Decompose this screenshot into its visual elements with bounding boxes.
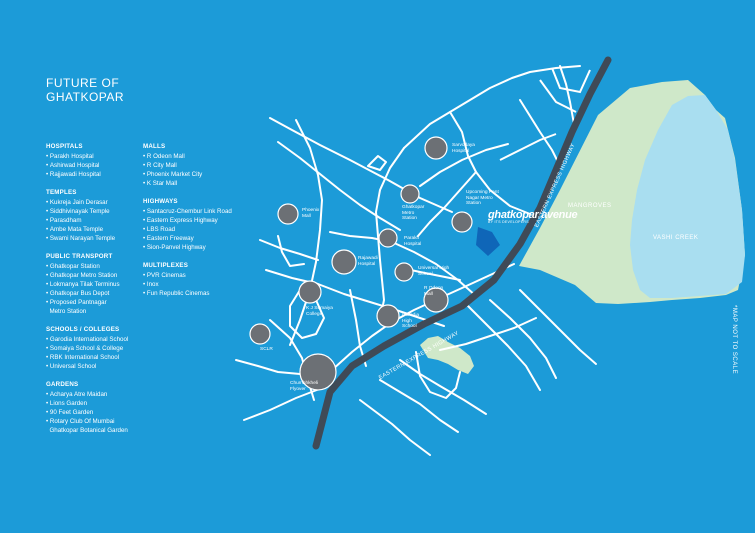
legend-item: Lions Garden [46, 399, 141, 408]
map-scale-note: *MAP NOT TO SCALE [731, 305, 737, 375]
legend-list-malls: R Odeon Mall R City Mall Phoenix Market … [143, 152, 273, 188]
vashi-creek-area [630, 95, 745, 298]
site-block [476, 227, 500, 256]
road-network [235, 65, 597, 456]
legend-item: Ashirwad Hospital [46, 161, 141, 170]
logo-name: ghatkopar avenue [488, 209, 578, 221]
marker-sarvodaya[interactable] [424, 136, 448, 160]
legend-item: Santacruz-Chembur Link Road [143, 207, 273, 216]
label-chembur: Chumbhkheli Flyover [290, 381, 318, 392]
label-phoenix: Phoenix Mall [302, 208, 320, 219]
title-line-1: FUTURE OF [46, 76, 120, 90]
label-sarvodaya: Sarvodaya Hospital [452, 143, 475, 154]
legend-heading-transport: PUBLIC TRANSPORT [46, 253, 113, 260]
legend-list-schools: Garodia International School Somaiya Sch… [46, 335, 141, 371]
label-pantnagar: Upcoming Pant Nagar Metro Station [466, 190, 499, 206]
label-rajawadi: Rajawadi Hospital [358, 256, 378, 267]
marker-garodia[interactable] [376, 304, 400, 328]
legend-column-2: MALLS R Odeon Mall R City Mall Phoenix M… [143, 142, 273, 307]
legend-list-temples: Kukreja Jain Derasar Siddhivinayak Templ… [46, 198, 141, 243]
legend-item: Rotary Club Of Mumbai [46, 417, 141, 426]
title-line-2: GHATKOPAR [46, 90, 125, 104]
mangroves-label: MANGROVES [568, 203, 612, 209]
label-metro: Ghatkopar Metro Station [402, 205, 425, 221]
legend-item: Sion-Panvel Highway [143, 243, 273, 252]
place-markers [249, 136, 473, 391]
legend-item: Proposed Pantnagar [46, 298, 141, 307]
legend-heading-multiplexes: MULTIPLEXES [143, 262, 189, 269]
label-universal: Universal High School [418, 266, 450, 277]
vashi-creek-label: VASHI CREEK [653, 235, 699, 241]
legend-item-continuation: Metro Station [49, 308, 87, 315]
legend-item: Swami Narayan Temple [46, 234, 141, 243]
marker-parakh[interactable] [378, 228, 398, 248]
legend-item: 90 Feet Garden [46, 408, 141, 417]
legend-item: Ambe Mata Temple [46, 225, 141, 234]
legend-column-1: HOSPITALS Parakh Hospital Ashirwad Hospi… [46, 142, 141, 444]
logo-tagline: BY ITS DEVELOPERS [488, 220, 529, 224]
legend-item: Somaiya School & College [46, 344, 141, 353]
legend-item: Ghatkopar Station [46, 262, 141, 271]
legend-list-gardens: Acharya Atre Maidan Lions Garden 90 Feet… [46, 390, 141, 435]
legend-item: Siddhivinayak Temple [46, 207, 141, 216]
legend-item: R City Mall [143, 161, 273, 170]
marker-somaiya[interactable] [298, 280, 322, 304]
legend-item: R Odeon Mall [143, 152, 273, 161]
legend-heading-temples: TEMPLES [46, 189, 77, 196]
legend-item: RBK International School [46, 353, 141, 362]
legend-item: Lokmanya Tilak Terminus [46, 280, 141, 289]
page-title: FUTURE OF GHATKOPAR [46, 76, 124, 104]
marker-universal[interactable] [394, 262, 414, 282]
label-rodeon: R Odeon Mall [424, 286, 444, 297]
legend-item: Universal School [46, 362, 141, 371]
marker-phoenix[interactable] [277, 203, 299, 225]
garden-patch [420, 336, 474, 374]
marker-rajawadi[interactable] [331, 249, 357, 275]
project-logo: ghatkopar avenue BY ITS DEVELOPERS [488, 209, 578, 225]
legend-item: Eastern Freeway [143, 234, 273, 243]
road-network-ne [499, 67, 591, 161]
label-scl: SCLR [260, 347, 273, 352]
legend-item: K Star Mall [143, 179, 273, 188]
legend-item: Rajjawadi Hospital [46, 170, 141, 179]
label-garodia: Garodia High School [402, 313, 420, 329]
legend-heading-highways: HIGHWAYS [143, 198, 178, 205]
legend-item-continuation: Ghatkopar Botanical Garden [49, 427, 128, 434]
marker-rodeon[interactable] [423, 287, 449, 313]
legend-item: Acharya Atre Maidan [46, 390, 141, 399]
legend-list-transport: Ghatkopar Station Ghatkopar Metro Statio… [46, 262, 141, 316]
marker-chembur[interactable] [299, 353, 337, 391]
legend-item: Ghatkopar Bus Depot [46, 289, 141, 298]
marker-pantnagar[interactable] [451, 211, 473, 233]
legend-list-hospitals: Parakh Hospital Ashirwad Hospital Rajjaw… [46, 152, 141, 179]
legend-item: Fun Republic Cinemas [143, 289, 273, 298]
legend-item: Inox [143, 280, 273, 289]
label-somaiya: K J Somaiya College [306, 306, 333, 317]
marker-scl[interactable] [249, 323, 271, 345]
legend-item: PVR Cinemas [143, 271, 273, 280]
legend-item: Ghatkopar Metro Station [46, 271, 141, 280]
legend-item: Kukreja Jain Derasar [46, 198, 141, 207]
legend-item: Parakh Hospital [46, 152, 141, 161]
legend-item: LBS Road [143, 225, 273, 234]
legend-item: Eastern Express Highway [143, 216, 273, 225]
legend-item: Parasdham [46, 216, 141, 225]
legend-list-highways: Santacruz-Chembur Link Road Eastern Expr… [143, 207, 273, 252]
eastern-express-highway [312, 56, 612, 450]
legend-list-multiplexes: PVR Cinemas Inox Fun Republic Cinemas [143, 271, 273, 298]
legend-heading-hospitals: HOSPITALS [46, 143, 83, 150]
label-parakh: Parakh Hospital [404, 236, 422, 247]
marker-metro[interactable] [400, 184, 420, 204]
legend-heading-schools: SCHOOLS / COLLEGES [46, 326, 120, 333]
legend-heading-malls: MALLS [143, 143, 166, 150]
legend-heading-gardens: GARDENS [46, 381, 79, 388]
legend-item: Phoenix Market City [143, 170, 273, 179]
legend-item: Garodia International School [46, 335, 141, 344]
